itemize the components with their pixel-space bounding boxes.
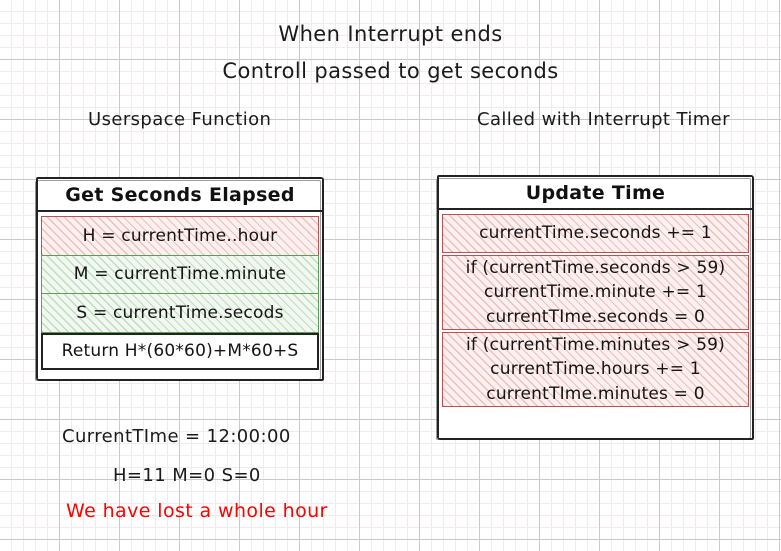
- statement-line: H = currentTime..hour: [82, 225, 278, 246]
- statement-row: currentTime.seconds += 1: [442, 214, 749, 253]
- statement-line: M = currentTime.minute: [73, 264, 287, 285]
- statement-line: S = currentTime.secods: [76, 302, 284, 323]
- statement-row: S = currentTime.secods: [41, 293, 319, 333]
- statement-row-return: Return H*(60*60)+M*60+S: [41, 332, 319, 370]
- statement-line: if (currentTime.seconds > 59): [465, 258, 726, 279]
- column-label-userspace: Userspace Function: [88, 109, 272, 130]
- statement-row: if (currentTime.minutes > 59) currentTim…: [442, 332, 749, 407]
- column-label-interrupt: Called with Interrupt Timer: [477, 109, 730, 130]
- note-hms-values: H=11 M=0 S=0: [113, 465, 261, 486]
- statement-line: currentTime.minute += 1: [483, 282, 707, 303]
- statement-row: H = currentTime..hour: [41, 216, 319, 256]
- box-title-update-time: Update Time: [439, 177, 752, 210]
- flowchart-box-get-seconds-elapsed: Get Seconds Elapsed H = currentTime..hou…: [35, 177, 324, 381]
- statement-line: currentTime.seconds += 1: [479, 223, 712, 244]
- box-body-left: H = currentTime..hour M = currentTime.mi…: [38, 212, 322, 379]
- heading-line-1: When Interrupt ends: [278, 22, 503, 46]
- statement-line: currentTIme.seconds = 0: [485, 306, 706, 327]
- box-title-get-seconds-elapsed: Get Seconds Elapsed: [38, 179, 322, 212]
- heading-line-2: Controll passed to get seconds: [222, 59, 559, 83]
- statement-line: currentTIme.minutes = 0: [486, 383, 705, 404]
- statement-line: Return H*(60*60)+M*60+S: [61, 340, 299, 361]
- note-warning-lost-hour: We have lost a whole hour: [66, 500, 328, 522]
- flowchart-box-update-time: Update Time currentTime.seconds += 1 if …: [436, 175, 754, 440]
- statement-line: currentTime.hours += 1: [490, 359, 701, 380]
- box-body-right: currentTime.seconds += 1 if (currentTime…: [439, 210, 752, 438]
- statement-row: if (currentTime.seconds > 59) currentTim…: [442, 255, 749, 330]
- statement-row: M = currentTime.minute: [41, 254, 319, 295]
- note-current-time-value: CurrentTIme = 12:00:00: [62, 426, 291, 447]
- statement-line: if (currentTime.minutes > 59): [465, 335, 725, 356]
